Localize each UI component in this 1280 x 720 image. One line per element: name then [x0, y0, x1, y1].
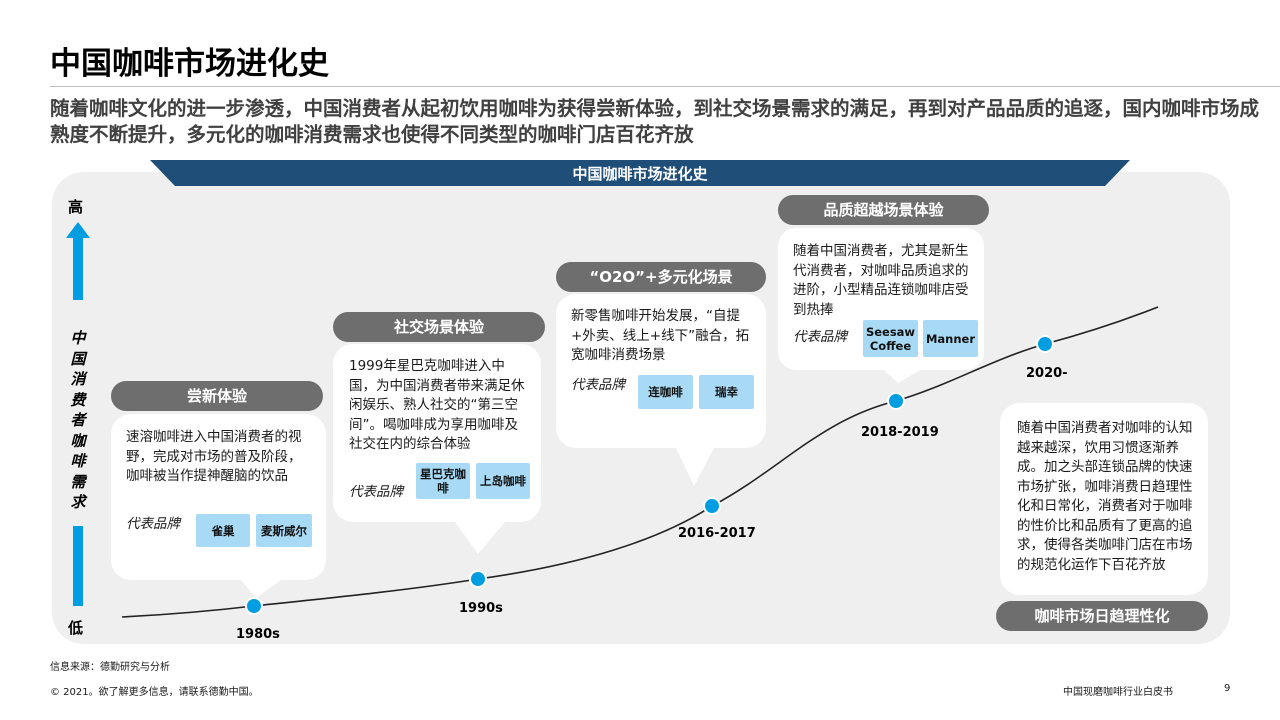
copyright: © 2021。欲了解更多信息，请联系德勤中国。: [50, 687, 259, 698]
brand-tag-ueshima: 上岛咖啡: [476, 463, 530, 499]
year-label-1990s: 1990s: [459, 601, 503, 616]
milestone-dot-2020: [1036, 335, 1054, 353]
brand-label-social: 代表品牌: [349, 484, 403, 500]
brand-tag-starbucks: 星巴克咖啡: [416, 463, 470, 499]
banner-title: 中国咖啡市场进化史: [572, 165, 708, 183]
title-divider: [50, 86, 1280, 87]
stage-text-trial: 速溶咖啡进入中国消费者的视野，完成对市场的普及阶段，咖啡被当作提神醒脑的饮品: [126, 429, 302, 484]
document-title: 中国现磨咖啡行业白皮书: [1063, 687, 1173, 698]
brand-tag-manner: Manner: [923, 320, 978, 357]
year-label-2016-2017: 2016-2017: [678, 526, 756, 541]
brand-label-quality: 代表品牌: [793, 329, 847, 345]
milestone-dot-2016: [703, 497, 721, 515]
milestone-dot-2018: [887, 392, 905, 410]
stage-card-rational: [1000, 403, 1208, 595]
brand-tag-lian-coffee: 连咖啡: [638, 375, 693, 409]
stage-text-o2o: 新零售咖啡开始发展，“自提+外卖、线上+线下”融合，拓宽咖啡消费场景: [571, 308, 750, 363]
brand-tag-seesaw: Seesaw Coffee: [863, 320, 918, 357]
year-label-2018-2019: 2018-2019: [861, 425, 939, 440]
axis-low-label: 低: [68, 619, 84, 637]
axis-high-label: 高: [68, 198, 84, 216]
stage-pill-social: 社交场景体验: [333, 312, 545, 342]
stage-pill-o2o: “O2O”+多元化场景: [556, 262, 766, 292]
year-label-1980s: 1980s: [236, 627, 280, 642]
milestone-dot-1980s: [245, 597, 263, 615]
page-subtitle: 随着咖啡文化的进一步渗透，中国消费者从起初饮用咖啡为获得尝新体验，到社交场景需求…: [50, 97, 1260, 146]
stage-text-rational: 随着中国消费者对咖啡的认知越来越深，饮用习惯逐渐养成。加之头部连锁品牌的快速市场…: [1017, 420, 1193, 573]
axis-bar: [73, 526, 83, 606]
brand-tag-luckin: 瑞幸: [699, 375, 754, 409]
stage-pill-rational: 咖啡市场日趋理性化: [996, 601, 1208, 631]
page-title: 中国咖啡市场进化史: [50, 46, 329, 82]
axis-title: 中国消费者咖啡需求: [70, 329, 86, 511]
page-number: 9: [1224, 683, 1231, 694]
stage-text-social: 1999年星巴克咖啡进入中国，为中国消费者带来满足休闲娱乐、熟人社交的“第三空间…: [349, 358, 525, 452]
up-arrow-icon: [66, 222, 90, 300]
stage-text-quality: 随着中国消费者，尤其是新生代消费者，对咖啡品质追求的进阶，小型精品连锁咖啡店受到…: [793, 243, 969, 318]
brand-label-trial: 代表品牌: [126, 516, 180, 532]
year-label-2020: 2020-: [1026, 366, 1068, 381]
milestone-dot-1990s: [469, 570, 487, 588]
stage-pill-trial: 尝新体验: [111, 381, 323, 411]
brand-tag-maxwell: 麦斯威尔: [256, 514, 312, 547]
brand-tag-nestle: 雀巢: [196, 514, 250, 547]
stage-pill-quality: 品质超越场景体验: [778, 195, 989, 225]
brand-label-o2o: 代表品牌: [571, 377, 625, 393]
source-note: 信息来源：德勤研究与分析: [50, 662, 170, 673]
diagram-banner: [150, 160, 1130, 186]
